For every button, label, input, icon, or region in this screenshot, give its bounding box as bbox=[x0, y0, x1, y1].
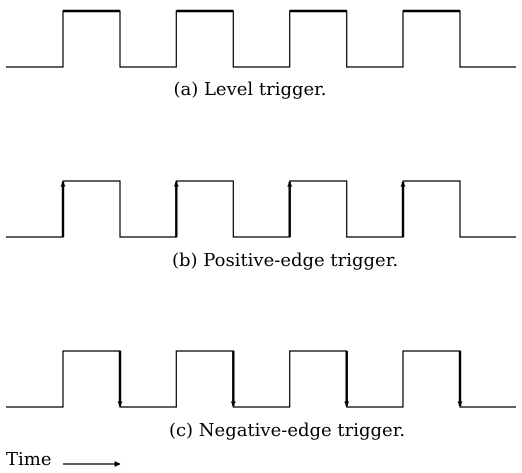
caption-negative-edge-trigger: (c) Negative-edge trigger. bbox=[169, 420, 405, 441]
caption-level-trigger: (a) Level trigger. bbox=[173, 79, 326, 100]
square-wave bbox=[6, 10, 516, 68]
square-wave bbox=[6, 350, 516, 408]
positive-edge-trigger-waveform bbox=[6, 180, 516, 238]
caption-positive-edge-trigger: (b) Positive-edge trigger. bbox=[172, 250, 398, 271]
square-wave bbox=[6, 180, 516, 238]
time-axis: Time bbox=[6, 449, 121, 470]
panel-positive-edge-trigger: (b) Positive-edge trigger. bbox=[6, 180, 516, 271]
negative-edge-trigger-waveform bbox=[6, 350, 516, 408]
level-trigger-waveform bbox=[6, 9, 516, 68]
time-axis-label: Time bbox=[6, 449, 51, 470]
panel-level-trigger: (a) Level trigger. bbox=[6, 9, 516, 100]
panel-negative-edge-trigger: (c) Negative-edge trigger. bbox=[6, 350, 516, 441]
